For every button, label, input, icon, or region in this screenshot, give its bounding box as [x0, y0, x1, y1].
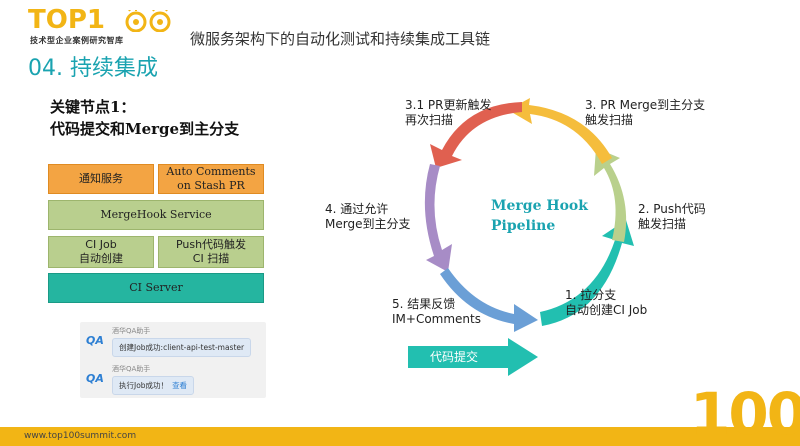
key-node-line2: 代码提交和Merge到主分支 — [50, 120, 240, 138]
step-4-line1: 4. 通过允许 — [325, 202, 389, 216]
chat-sender: 酒华QA助手 — [112, 365, 151, 373]
brand-logo: TOP1 技术型企业案例研究智库 — [28, 6, 178, 48]
step-3-label: 3. PR Merge到主分支 触发扫描 — [585, 98, 705, 128]
step-3-line2: 触发扫描 — [585, 113, 634, 127]
footer-bar — [0, 427, 800, 446]
chat-message: QA 酒华QA助手 执行Job成功！查看 — [84, 364, 264, 398]
step-3-line1: 3. PR Merge到主分支 — [585, 98, 706, 112]
chat-text: 创建Job成功:client-api-test-master — [119, 343, 245, 352]
pipeline-line2: Pipeline — [491, 218, 556, 234]
push-scan-box: Push代码触发 CI 扫描 — [158, 236, 264, 268]
qa-bot-avatar-icon: QA — [86, 334, 104, 347]
logo-wordmark: TOP1 — [28, 5, 105, 35]
mergehook-service-label: MergeHook Service — [100, 208, 212, 221]
key-node-title: 关键节点1： 代码提交和Merge到主分支 — [50, 96, 239, 140]
commit-label: 代码提交 — [430, 350, 479, 364]
push-scan-line1: Push代码触发 — [175, 238, 247, 251]
chat-panel: QA 酒华QA助手 创建Job成功:client-api-test-master… — [80, 322, 266, 398]
step-3-1-line1: 3.1 PR更新触发 — [405, 98, 492, 112]
step-1-line1: 1. 拉分支 — [565, 288, 617, 302]
step-5-line2: IM+Comments — [392, 312, 481, 326]
chat-message: QA 酒华QA助手 创建Job成功:client-api-test-master — [84, 326, 264, 360]
logo-eyes-icon — [125, 10, 171, 32]
auto-comments-line1: Auto Comments — [166, 165, 256, 178]
notify-service-box: 通知服务 — [48, 164, 154, 194]
chat-bubble: 创建Job成功:client-api-test-master — [112, 338, 252, 357]
cycle-arrow-5 — [440, 268, 538, 332]
auto-comments-box: Auto Comments on Stash PR — [158, 164, 264, 194]
pipeline-line1: Merge Hook — [491, 198, 588, 214]
merge-hook-cycle-diagram — [424, 98, 634, 332]
step-5-label: 5. 结果反馈 IM+Comments — [392, 297, 481, 327]
section-title: 04. 持续集成 — [28, 56, 158, 81]
chat-bubble: 执行Job成功！查看 — [112, 376, 195, 395]
step-1-line2: 自动创建CI Job — [565, 303, 648, 317]
cycle-arrow-3 — [508, 98, 612, 164]
ci-server-box: CI Server — [48, 273, 264, 303]
ci-job-line1: CI Job — [85, 238, 117, 251]
step-3-1-label: 3.1 PR更新触发 再次扫描 — [405, 98, 491, 128]
step-5-line1: 5. 结果反馈 — [392, 297, 456, 311]
cycle-arrow-2 — [594, 148, 627, 242]
step-4-label: 4. 通过允许 Merge到主分支 — [325, 202, 410, 232]
notify-service-label: 通知服务 — [79, 172, 123, 185]
auto-comments-line2: on Stash PR — [177, 179, 245, 192]
footer-url[interactable]: www.top100summit.com — [24, 431, 137, 441]
step-3-1-line2: 再次扫描 — [405, 113, 454, 127]
ci-server-label: CI Server — [129, 281, 183, 294]
step-2-label: 2. Push代码 触发扫描 — [638, 202, 706, 232]
slide-title: 微服务架构下的自动化测试和持续集成工具链 — [190, 30, 491, 48]
commit-arrow-icon — [408, 338, 538, 376]
chat-view-link[interactable]: 查看 — [172, 381, 188, 390]
step-4-line2: Merge到主分支 — [325, 217, 411, 231]
chat-text: 执行Job成功！ — [119, 381, 169, 390]
cycle-arrow-3-1 — [430, 102, 522, 168]
cycle-arrow-4 — [424, 164, 452, 272]
footer-100-logo: 100 — [690, 380, 800, 446]
step-2-line1: 2. Push代码 — [638, 202, 706, 216]
mergehook-service-box: MergeHook Service — [48, 200, 264, 230]
pipeline-label: Merge Hook Pipeline — [491, 196, 601, 236]
step-1-label: 1. 拉分支 自动创建CI Job — [565, 288, 647, 318]
key-node-line1: 关键节点1： — [50, 98, 136, 116]
qa-bot-avatar-icon: QA — [86, 372, 104, 385]
ci-job-line2: 自动创建 — [79, 252, 123, 265]
ci-job-box: CI Job 自动创建 — [48, 236, 154, 268]
push-scan-line2: CI 扫描 — [192, 252, 230, 265]
step-2-line2: 触发扫描 — [638, 217, 687, 231]
chat-sender: 酒华QA助手 — [112, 327, 151, 335]
logo-subtitle: 技术型企业案例研究智库 — [30, 36, 124, 45]
